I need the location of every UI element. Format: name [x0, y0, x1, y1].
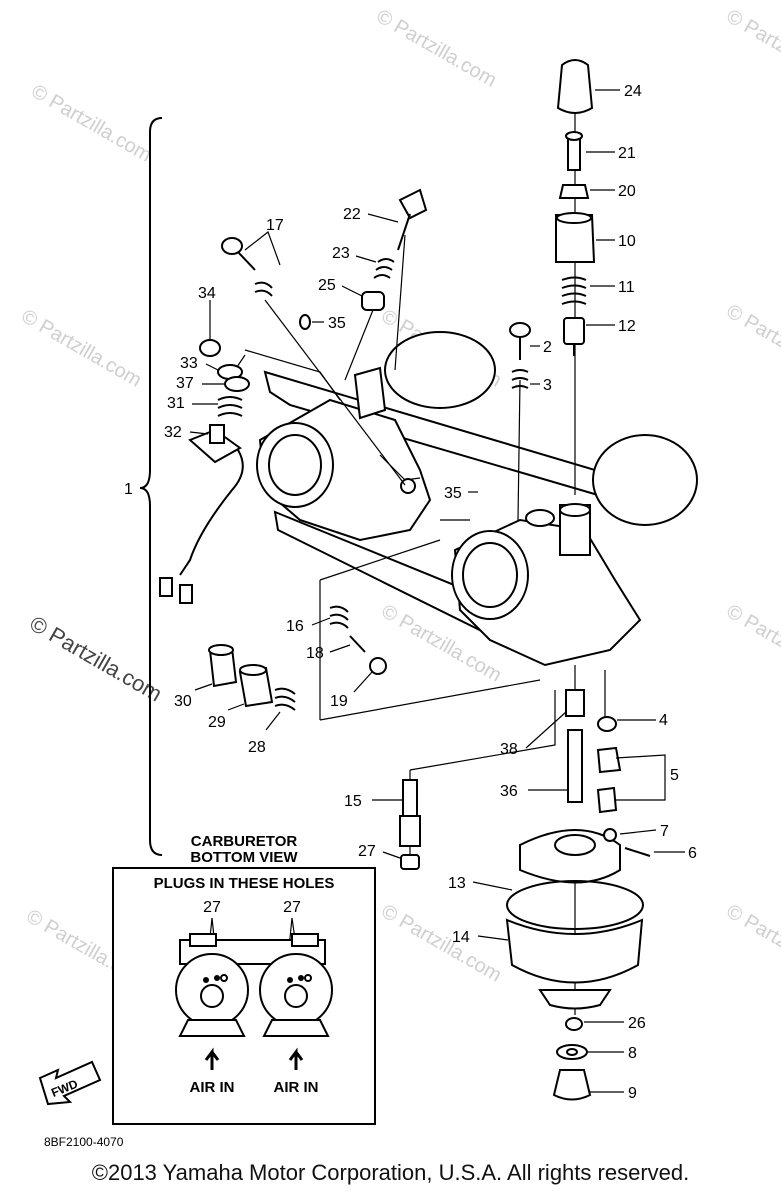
- inset-plug-label-right: 27: [283, 899, 301, 916]
- callout: 29: [208, 714, 226, 731]
- callout: 20: [618, 183, 636, 200]
- callout: 12: [618, 318, 636, 335]
- watermark: © Partzilla.com: [723, 5, 781, 91]
- callout: 34: [198, 285, 216, 302]
- drain-parts: [552, 1017, 592, 1101]
- watermark: © Partzilla.com: [18, 305, 146, 391]
- main-watermark: © Partzilla.com: [26, 611, 167, 707]
- assembly-bracket: [139, 117, 163, 856]
- callout: 1: [124, 481, 133, 498]
- part-20-nut: [558, 184, 590, 199]
- callout: 10: [618, 233, 636, 250]
- callout: 4: [659, 712, 668, 729]
- part-21-screw: [567, 135, 581, 171]
- callout: 35: [444, 485, 462, 502]
- inset-header: PLUGS IN THESE HOLES: [154, 875, 335, 892]
- callout: 21: [618, 145, 636, 162]
- pilot-jet: [399, 779, 421, 870]
- watermark: © Partzilla.com: [373, 5, 501, 91]
- callout: 18: [306, 645, 324, 662]
- watermark: © Partzilla.com: [723, 300, 781, 386]
- carburetor-assembly: [256, 331, 698, 667]
- idle-screw-parts: [299, 188, 428, 330]
- callout: 15: [344, 793, 362, 810]
- callout: 13: [448, 875, 466, 892]
- inset-plug-label-left: 27: [203, 899, 221, 916]
- float-bowl: [505, 880, 644, 1010]
- leader-lines: [224, 100, 606, 1015]
- bottom-view-inset: CARBURETOR BOTTOM VIEW PLUGS IN THESE HO…: [112, 833, 376, 1125]
- callout: 33: [180, 355, 198, 372]
- part-12-plunger: [563, 317, 585, 345]
- callout: 17: [266, 217, 284, 234]
- callout: 25: [318, 277, 336, 294]
- callout: 11: [618, 279, 635, 296]
- air-in-label-left: AIR IN: [190, 1079, 235, 1096]
- callout: 30: [174, 693, 192, 710]
- watermark: © Partzilla.com: [723, 600, 781, 686]
- callout: 8: [628, 1045, 637, 1062]
- callout: 22: [343, 206, 361, 223]
- float-parts: [519, 828, 651, 884]
- callout: 26: [628, 1015, 646, 1032]
- diagram-code: 8BF2100-4070: [44, 1135, 124, 1149]
- callout: 23: [332, 245, 350, 262]
- callout: 24: [624, 83, 642, 100]
- callout: 3: [543, 377, 552, 394]
- callout: 31: [167, 395, 185, 412]
- callout: 6: [688, 845, 697, 862]
- callout: 28: [248, 739, 266, 756]
- choke-stack: [159, 339, 250, 604]
- main-jet-parts: [596, 716, 666, 814]
- callout: 35: [328, 315, 346, 332]
- throttle-stop-screw: [509, 322, 531, 389]
- callout: 16: [286, 618, 304, 635]
- callout: 19: [330, 693, 348, 710]
- part-17: [221, 231, 281, 297]
- callout: 14: [452, 929, 470, 946]
- callout: 9: [628, 1085, 637, 1102]
- callout: 37: [176, 375, 194, 392]
- watermark: © Partzilla.com: [378, 900, 506, 986]
- fwd-arrow-icon: FWD: [38, 1060, 102, 1106]
- callout-labels: 24 21 20 10 11 12 2 3 22 23 25 35 17 34 …: [124, 83, 697, 1102]
- callout: 32: [164, 424, 182, 441]
- pilot-screw-stack: [555, 59, 596, 356]
- callout: 38: [500, 741, 518, 758]
- copyright-notice: ©2013 Yamaha Motor Corporation, U.S.A. A…: [91, 1160, 690, 1185]
- air-in-label-right: AIR IN: [274, 1079, 319, 1096]
- piston-parts: [208, 644, 296, 711]
- callout: 36: [500, 783, 518, 800]
- part-11-spring: [561, 276, 587, 305]
- callout: 7: [660, 823, 669, 840]
- part-24-cap: [556, 59, 594, 114]
- callout: 27: [358, 843, 376, 860]
- callout: 2: [543, 339, 552, 356]
- watermark: © Partzilla.com: [723, 900, 781, 986]
- callout: 5: [670, 767, 679, 784]
- inset-title-line2: BOTTOM VIEW: [190, 849, 298, 866]
- needle-parts: [329, 605, 387, 675]
- jet-parts: [565, 689, 585, 803]
- watermark: © Partzilla.com: [28, 80, 156, 166]
- inset-title-line1: CARBURETOR: [191, 833, 298, 850]
